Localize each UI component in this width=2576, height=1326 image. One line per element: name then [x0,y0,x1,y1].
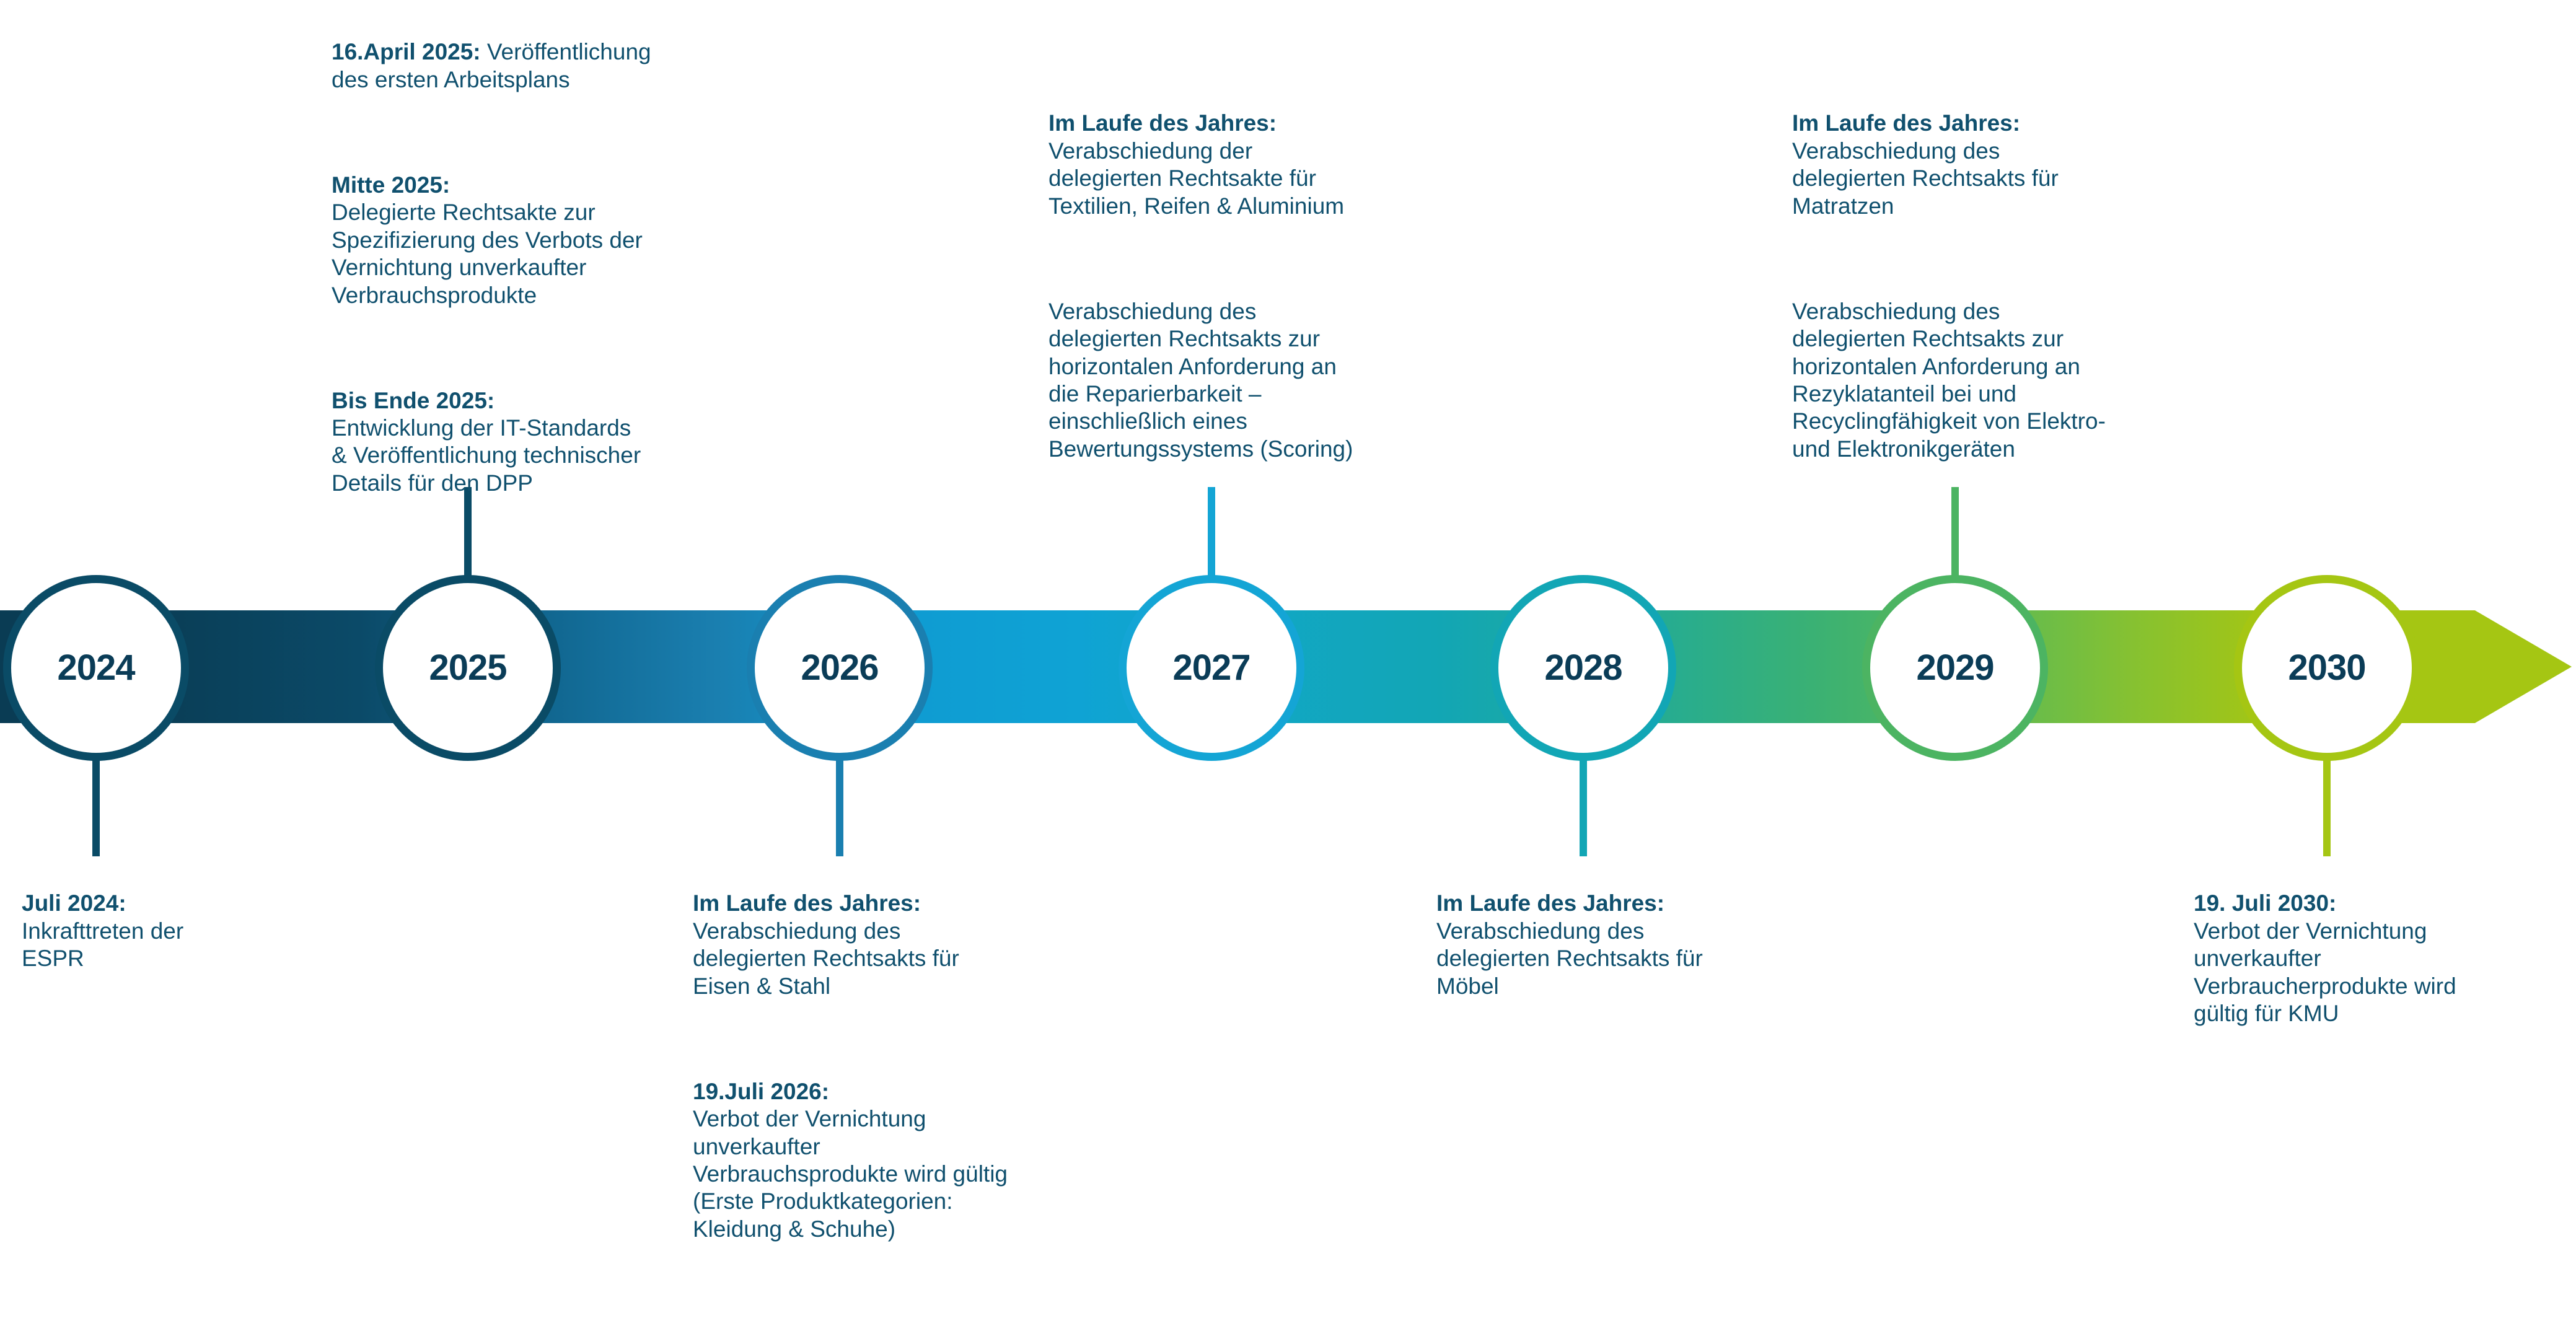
callout-paragraph: 19. Juli 2030: Verbot der Vernichtung un… [2194,890,2576,1027]
year-label: 2024 [57,648,135,688]
callout-body: Delegierte Rechtsakte zur Spezifizierung… [332,200,643,308]
callout-paragraph: 16.April 2025: Veröffentlichung des erst… [332,38,802,94]
callout-2026-below: Im Laufe des Jahres: Verabschiedung des … [693,863,1164,1270]
year-node-2027[interactable]: 2027 [1119,575,1304,761]
callout-body: Entwicklung der IT-Standards & Veröffent… [332,415,641,496]
callout-paragraph: Im Laufe des Jahres: Verabschiedung des … [1792,110,2263,220]
year-label: 2025 [429,648,507,688]
callout-heading: Im Laufe des Jahres: [1436,890,1665,916]
callout-2024-below: Juli 2024: Inkrafttreten der ESPR [22,863,406,1000]
callout-2025-above: 16.April 2025: Veröffentlichung des erst… [332,11,802,525]
year-node-2026[interactable]: 2026 [747,575,933,761]
callout-body: Verabschiedung des delegierten Rechtsakt… [1436,918,1703,999]
callout-paragraph: Bis Ende 2025: Entwicklung der IT-Standa… [332,387,802,498]
callout-body: Inkrafttreten der ESPR [22,918,184,972]
year-label: 2026 [801,648,879,688]
callout-2029-above: Im Laufe des Jahres: Verabschiedung des … [1792,82,2263,490]
callout-heading: 19.Juli 2026: [693,1078,830,1104]
callout-paragraph: 19.Juli 2026: Verbot der Vernichtung unv… [693,1078,1164,1243]
year-node-2025[interactable]: 2025 [375,575,561,761]
connector-stem-2028-down [1580,757,1587,856]
callout-heading: Im Laufe des Jahres: [1048,110,1277,136]
callout-paragraph: Mitte 2025: Delegierte Rechtsakte zur Sp… [332,172,802,309]
spacer [693,1027,1164,1050]
callout-heading: 19. Juli 2030: [2194,890,2337,916]
year-node-2029[interactable]: 2029 [1862,575,2048,761]
callout-body: Verbot der Vernichtung unverkaufter Verb… [2194,918,2456,1026]
callout-paragraph: Im Laufe des Jahres: Verabschiedung der … [1048,110,1519,220]
spacer [332,121,802,144]
connector-stem-2024-down [92,757,100,856]
year-node-2024[interactable]: 2024 [3,575,189,761]
callout-heading: Im Laufe des Jahres: [1792,110,2021,136]
spacer [332,336,802,359]
connector-stem-2027-up [1208,487,1215,579]
callout-heading: Im Laufe des Jahres: [693,890,921,916]
callout-body: Verbot der Vernichtung unverkaufter Verb… [693,1106,1008,1242]
callout-body: Verabschiedung der delegierten Rechtsakt… [1048,138,1345,219]
callout-body: Verabschiedung des delegierten Rechtsakt… [1792,138,2059,219]
callout-heading: Bis Ende 2025: [332,387,495,413]
callout-paragraph: Im Laufe des Jahres: Verabschiedung des … [693,890,1164,1000]
connector-stem-2026-down [836,757,843,856]
year-node-2028[interactable]: 2028 [1490,575,1676,761]
connector-stem-2025-up [464,487,472,579]
callout-heading: Juli 2024: [22,890,126,916]
callout-2030-below: 19. Juli 2030: Verbot der Vernichtung un… [2194,863,2576,1055]
year-label: 2030 [2288,648,2366,688]
year-label: 2029 [1916,648,1994,688]
callout-body: Verabschiedung des delegierten Rechtsakt… [1048,298,1353,462]
callout-body: Veröffentlichung des ersten Arbeitsplans [332,39,651,92]
spacer [1792,247,2263,270]
connector-stem-2030-down [2323,757,2331,856]
callout-paragraph: Im Laufe des Jahres: Verabschiedung des … [1436,890,1907,1000]
callout-heading: 16.April 2025: [332,39,481,65]
connector-stem-2029-up [1951,487,1959,579]
callout-2027-above: Im Laufe des Jahres: Verabschiedung der … [1048,82,1519,490]
callout-body: Verabschiedung des delegierten Rechtsakt… [693,918,959,999]
callout-heading: Mitte 2025: [332,172,451,198]
year-label: 2028 [1544,648,1622,688]
callout-paragraph: Verabschiedung des delegierten Rechtsakt… [1792,298,2263,463]
callout-paragraph: Juli 2024: Inkrafttreten der ESPR [22,890,406,972]
callout-paragraph: Verabschiedung des delegierten Rechtsakt… [1048,298,1519,463]
year-label: 2027 [1172,648,1251,688]
callout-2028-below: Im Laufe des Jahres: Verabschiedung des … [1436,863,1907,1027]
year-node-2030[interactable]: 2030 [2234,575,2420,761]
callout-body: Verabschiedung des delegierten Rechtsakt… [1792,298,2106,462]
spacer [1048,247,1519,270]
